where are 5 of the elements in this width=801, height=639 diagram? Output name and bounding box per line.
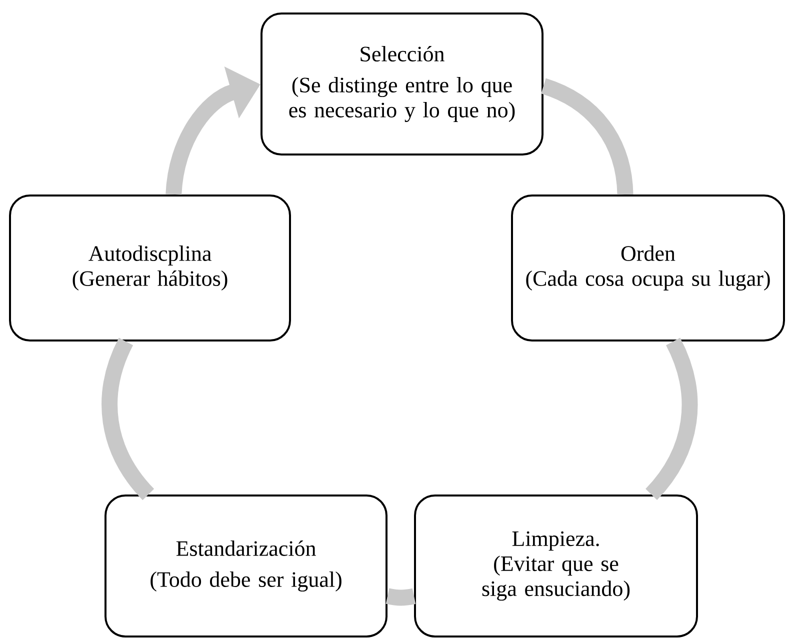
process-box: Autodiscplina (Generar hábitos) xyxy=(9,194,291,342)
process-box: Orden (Cada cosa ocupa su lugar) xyxy=(511,194,785,342)
process-box: Limpieza. (Evitar que se siga ensuciando) xyxy=(414,494,698,638)
process-box: Selección (Se distinge entre lo que es necesario y lo que no) xyxy=(260,12,544,156)
process-box: Estandarización (Todo debe ser igual) xyxy=(104,494,388,638)
